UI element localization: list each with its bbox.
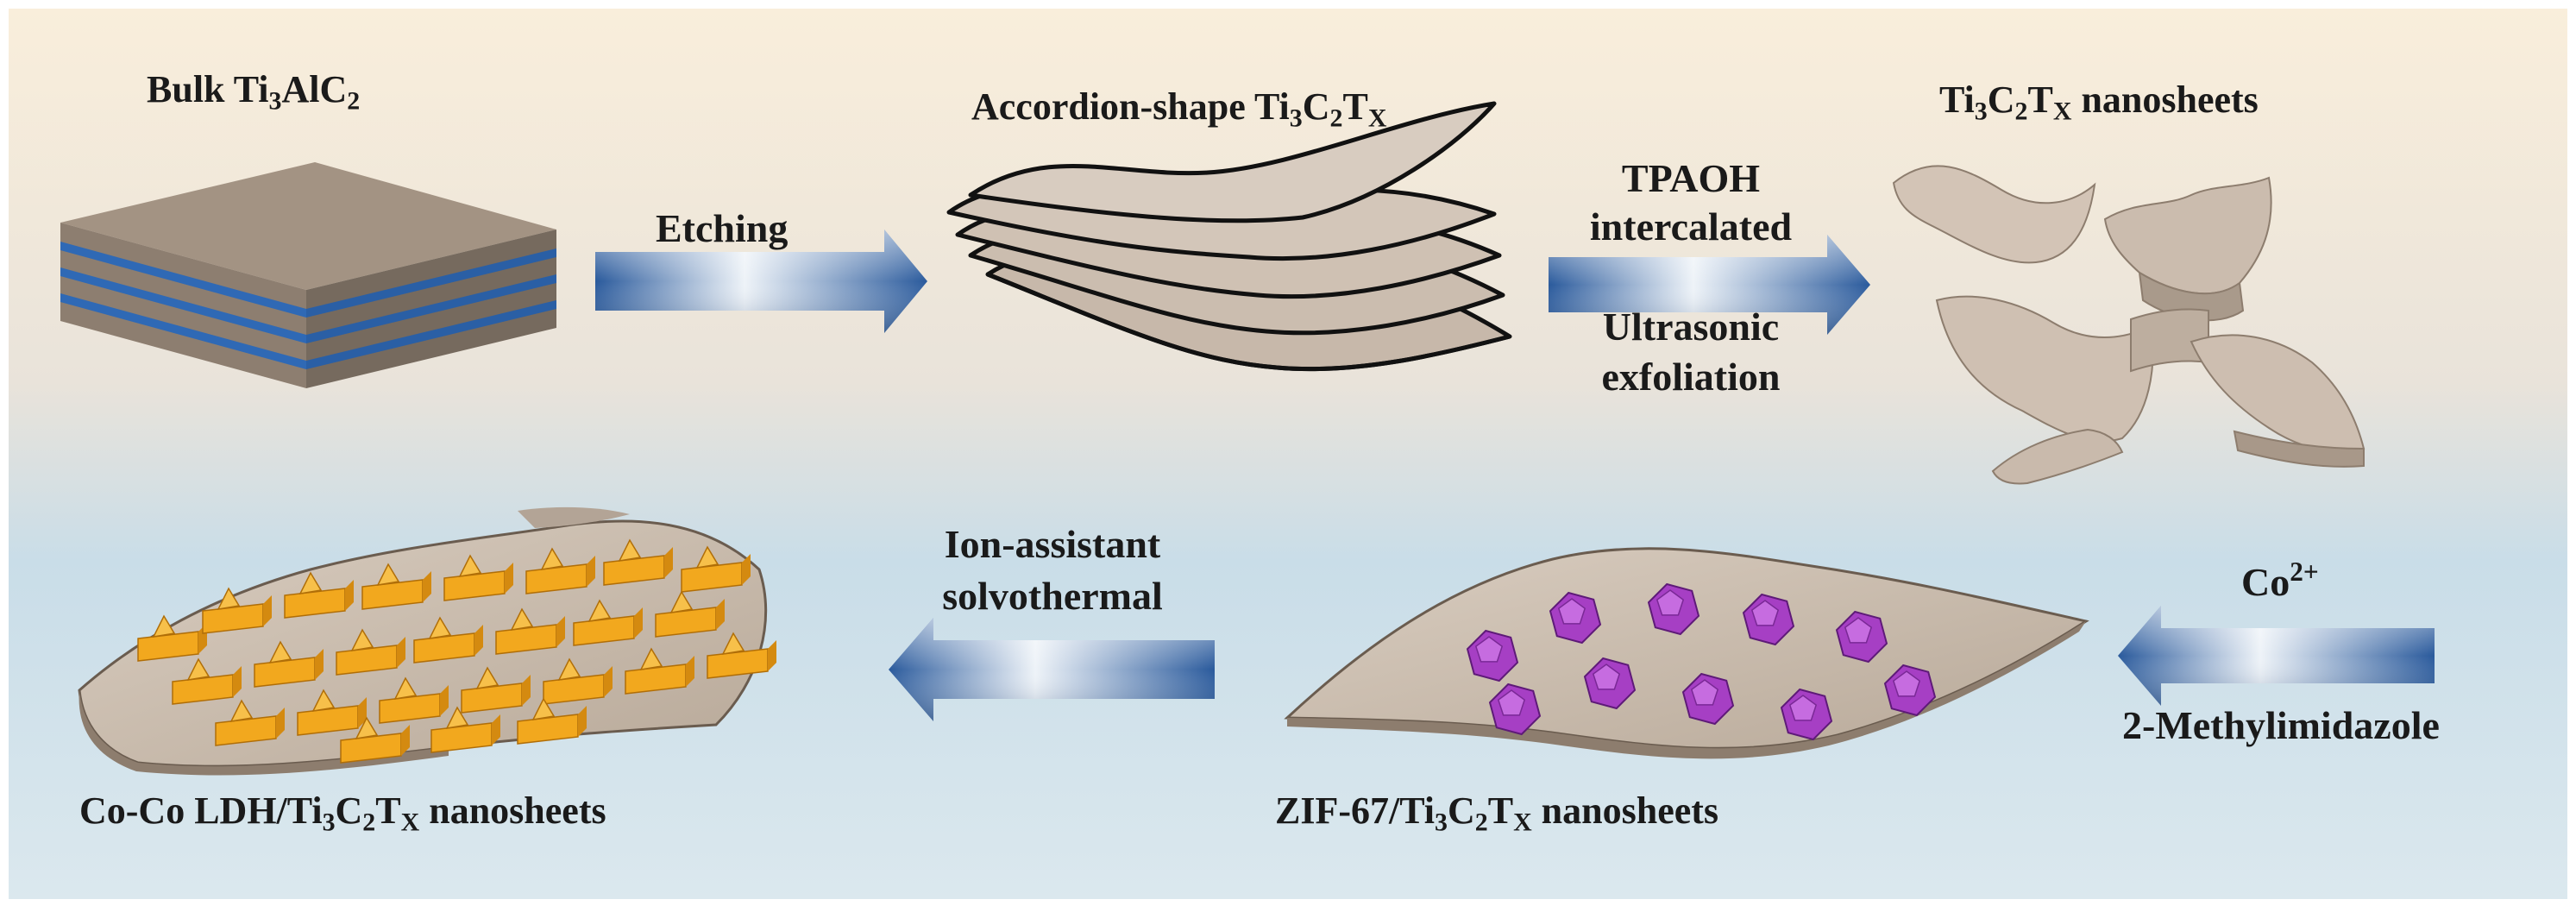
zif-particle [1780,688,1833,741]
background-panel [9,9,2567,899]
ldh-flake [603,538,673,586]
ldh-flake [430,706,500,753]
nanosheet-flakes-illustration [1892,165,2366,485]
ldh-flake [254,640,324,688]
bulk-block-illustration [60,162,556,388]
label-2-methylimidazole: 2-Methylimidazole [2122,703,2440,747]
zif-particle [1835,610,1888,664]
label-solvothermal: solvothermal [942,574,1163,618]
ldh-flake [573,599,643,646]
ldh-flake [202,587,272,634]
label-intercalated: intercalated [1589,204,1793,248]
zif-particle [1583,657,1637,710]
arrow-co2 [2118,606,2435,706]
arrow-ion-assistant [889,618,1215,721]
label-zif67-nanosheets: ZIF-67/Ti3C2TX nanosheets [1275,789,1719,837]
zif-particle [1681,672,1735,726]
zif-sheet-illustration [1284,547,2089,759]
ldh-flake [297,689,367,736]
ldh-flake [361,563,431,610]
zif-particle [1466,629,1519,682]
zif-particles [1466,582,1937,741]
ldh-flake [379,676,449,724]
zif-particle [1883,664,1937,717]
ldh-flake [443,554,513,601]
ldh-flake [215,699,285,746]
label-accordion-shape: Accordion-shape Ti3C2TX [971,85,1387,133]
ldh-flake [525,547,595,594]
ldh-flake [172,657,242,705]
label-coco-ldh-nanosheets: Co-Co LDH/Ti3C2TX nanosheets [79,789,606,837]
accordion-sheets-illustration [946,101,1512,372]
ldh-flake [336,628,405,676]
ldh-flake [461,666,531,714]
ldh-flake [655,590,725,638]
zif-particle [1488,682,1542,736]
ldh-flake [543,657,613,705]
ldh-flake [625,647,694,695]
label-ion-assistant: Ion-assistant [944,522,1161,566]
label-co2plus: Co2+ [2241,556,2319,604]
ldh-flake [681,545,751,593]
zif-particle [1742,593,1795,646]
label-ultrasonic: Ultrasonic [1602,305,1780,349]
label-bulk-ti3alc2: Bulk Ti3AlC2 [147,68,361,116]
label-tpaoh: TPAOH [1621,156,1761,200]
label-exfoliation: exfoliation [1601,355,1781,399]
ldh-flake [495,607,565,655]
ldh-flake [340,716,410,764]
ldh-flake [517,697,587,745]
ldh-flake [707,632,776,679]
ldh-flake [284,571,354,619]
arrow-tpaoh [1549,235,1870,335]
label-etching: Etching [656,206,789,250]
zif-particle [1647,582,1700,636]
label-ti3c2tx-nanosheets: Ti3C2TX nanosheets [1939,79,2259,126]
ldh-flake [413,616,483,664]
zif-particle [1549,591,1602,645]
arrow-etching [595,230,927,333]
ldh-flakes [137,538,776,764]
